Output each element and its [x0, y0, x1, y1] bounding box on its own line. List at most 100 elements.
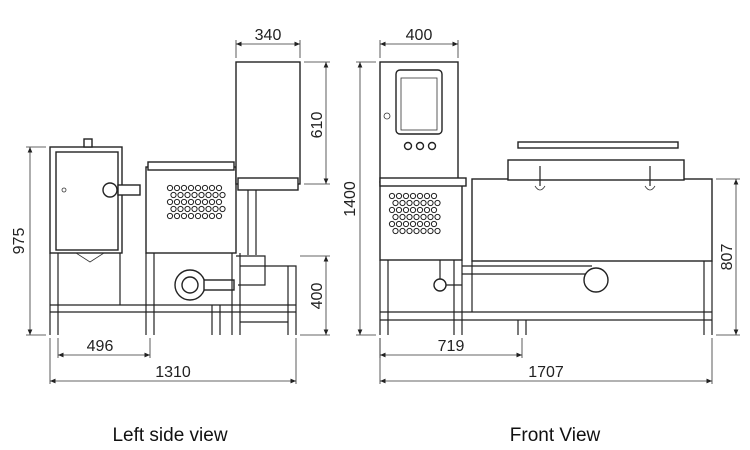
- vent-hole: [395, 192, 403, 200]
- knob-2-icon: [415, 141, 425, 151]
- vent-hole: [180, 184, 188, 192]
- vent-hole: [399, 227, 406, 235]
- vent-hole: [388, 220, 396, 228]
- vent-hole: [395, 206, 403, 214]
- vent-hole: [413, 199, 420, 207]
- vent-hole: [187, 212, 195, 220]
- frame-legs-right: [240, 265, 297, 335]
- display-window: [395, 69, 443, 135]
- top-knob: [83, 138, 93, 148]
- frame-legs-mid: [211, 253, 241, 335]
- dim-front-inner-width: 719: [438, 338, 465, 355]
- vent-hole: [166, 198, 174, 206]
- vent-hole: [187, 198, 195, 206]
- vent-hole: [194, 184, 202, 192]
- front-frame-legs: [453, 260, 527, 335]
- vent-hole: [215, 198, 223, 206]
- motor-icon: [583, 267, 609, 293]
- vent-hole: [173, 198, 181, 206]
- vent-hole: [388, 192, 396, 200]
- vent-hole: [194, 212, 202, 220]
- vent-hole: [205, 191, 212, 199]
- drive-shaft: [462, 265, 592, 275]
- vent-hole: [395, 220, 403, 228]
- vent-hole: [409, 220, 417, 228]
- vent-hole: [184, 191, 191, 199]
- upper-tank-base: [237, 177, 299, 191]
- base-frame: [49, 253, 296, 335]
- tank-lid: [507, 159, 685, 181]
- dim-inner-width: 496: [87, 338, 114, 355]
- vent-hole: [187, 184, 195, 192]
- valve-body: [117, 184, 141, 196]
- tank-rim: [147, 161, 235, 171]
- dim-total-width: 1310: [155, 364, 191, 381]
- dim-front-total-width: 1707: [528, 364, 564, 381]
- lower-cabinet-top: [379, 177, 467, 187]
- pump-outlet: [203, 279, 235, 291]
- dim-body-height: 807: [719, 244, 736, 271]
- left-cabinet-door: [55, 151, 119, 251]
- vent-hole: [434, 199, 441, 207]
- vent-hole: [215, 212, 223, 220]
- drain-funnel: [75, 252, 105, 263]
- frame-legs: [119, 253, 155, 335]
- vent-hole: [180, 212, 188, 220]
- vent-hole: [430, 220, 438, 228]
- vent-hole: [194, 198, 202, 206]
- dim-front-top-width: 400: [406, 27, 433, 44]
- vent-hole: [434, 227, 441, 235]
- vent-hole: [420, 199, 427, 207]
- vent-hole: [409, 192, 417, 200]
- vent-hole: [406, 227, 413, 235]
- vent-hole: [427, 213, 434, 221]
- vent-hole: [208, 198, 216, 206]
- vent-hole: [177, 191, 184, 199]
- vent-hole: [434, 213, 441, 221]
- vent-grid-front: [388, 192, 441, 235]
- pump-inner: [181, 276, 199, 294]
- drain-valve-icon: [433, 278, 447, 292]
- door-handle-icon: [61, 187, 67, 193]
- vent-hole: [430, 192, 438, 200]
- vent-hole: [430, 206, 438, 214]
- vent-hole: [170, 191, 177, 199]
- vent-hole: [416, 192, 424, 200]
- vent-hole: [406, 213, 413, 221]
- dim-front-total-height: 1400: [342, 181, 359, 217]
- vent-hole: [392, 227, 399, 235]
- dim-leg-height: 400: [309, 283, 326, 310]
- vent-hole: [420, 213, 427, 221]
- dim-top-width: 340: [255, 27, 282, 44]
- knob-1-icon: [403, 141, 413, 151]
- vent-hole: [205, 205, 212, 213]
- vent-hole: [177, 205, 184, 213]
- vent-hole: [173, 212, 181, 220]
- left-side-view: 340 610 400 975 496 1310 Left side view: [11, 27, 330, 446]
- vent-hole: [201, 198, 209, 206]
- vent-hole: [201, 184, 209, 192]
- vent-hole: [198, 191, 205, 199]
- vent-hole: [191, 191, 198, 199]
- upper-tank: [235, 61, 301, 185]
- vent-hole: [173, 184, 181, 192]
- main-tank: [471, 178, 713, 262]
- vent-hole: [388, 206, 396, 214]
- vent-hole: [423, 206, 431, 214]
- vent-hole: [212, 205, 219, 213]
- display-panel: [400, 77, 438, 131]
- vent-hole: [399, 199, 406, 207]
- vent-hole: [212, 191, 219, 199]
- vent-hole: [198, 205, 205, 213]
- drain-pipe: [236, 190, 266, 286]
- left-view-caption: Left side view: [112, 425, 227, 446]
- vent-hole: [402, 220, 410, 228]
- vent-hole: [219, 205, 226, 213]
- vent-hole: [427, 199, 434, 207]
- valve-icon: [102, 182, 118, 198]
- vent-hole: [201, 212, 209, 220]
- vent-grid: [166, 184, 226, 220]
- vent-hole: [420, 227, 427, 235]
- vent-hole: [409, 206, 417, 214]
